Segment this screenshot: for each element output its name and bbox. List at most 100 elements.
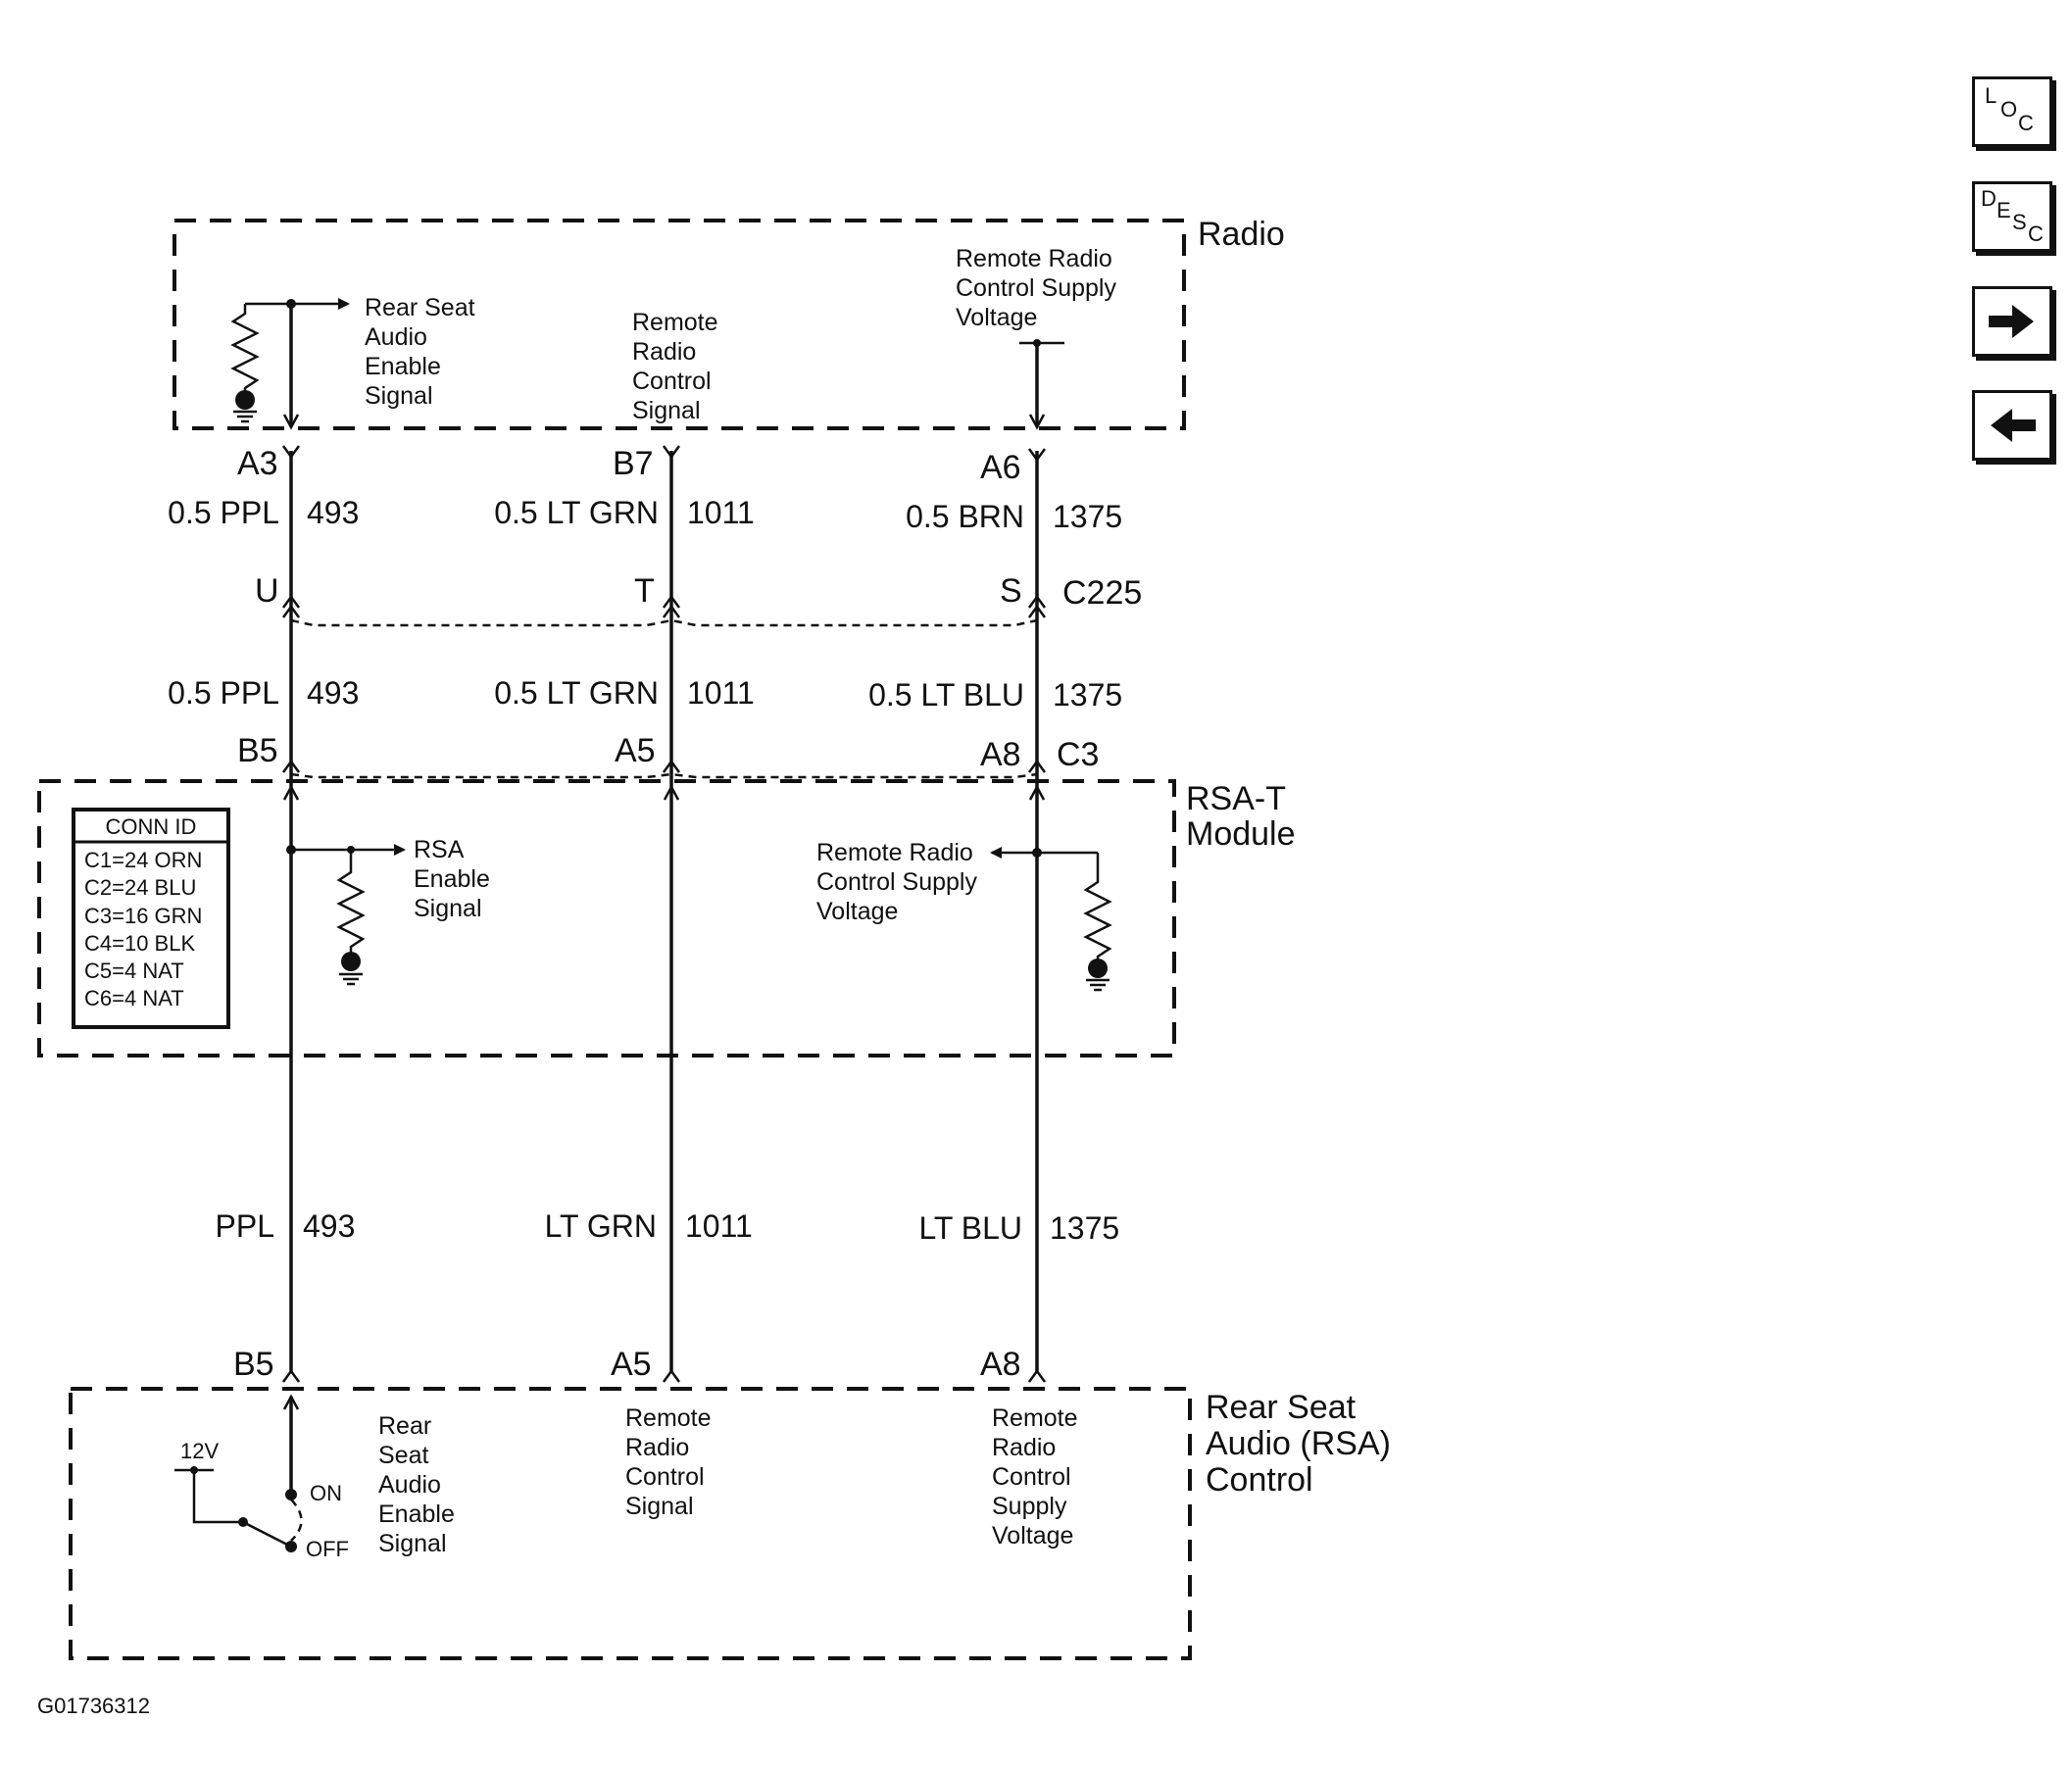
rsa-mid-signal-line2: Radio bbox=[625, 1434, 689, 1461]
rsat-pin-a5-arrow bbox=[663, 784, 680, 801]
c225-pin-s-symbol bbox=[1027, 594, 1047, 618]
pin-t: T bbox=[634, 572, 655, 610]
rsat-pin-a8-arrow bbox=[1028, 784, 1046, 801]
rsa-pin-b5-symbol bbox=[281, 1368, 301, 1383]
back-button[interactable] bbox=[1972, 390, 2052, 461]
rsa-title-line1: Rear Seat bbox=[1206, 1389, 1357, 1426]
pin-rsat-a8: A8 bbox=[980, 736, 1021, 773]
radio-right-signal-line1: Remote Radio bbox=[956, 245, 1112, 272]
switch-travel-arc bbox=[290, 1499, 303, 1542]
fork-a3 bbox=[281, 445, 301, 460]
right-arrow-icon bbox=[1989, 305, 2034, 338]
rsat-left-ground-node bbox=[341, 952, 361, 971]
pin-rsa-a8: A8 bbox=[980, 1346, 1021, 1383]
desc-button-letter-s: S bbox=[2012, 210, 2027, 234]
switch-supply-lead bbox=[192, 1470, 243, 1524]
rsa-left-signal-line3: Audio bbox=[378, 1471, 441, 1499]
radio-left-signal-line3: Enable bbox=[365, 353, 441, 380]
radio-left-signal-line4: Signal bbox=[365, 382, 433, 410]
rsa-right-signal-line1: Remote bbox=[992, 1404, 1078, 1432]
circuit-493-upper: 493 bbox=[307, 495, 359, 530]
pin-u: U bbox=[255, 572, 279, 610]
c3-pin-b5-symbol bbox=[281, 759, 301, 773]
radio-mid-signal-line2: Radio bbox=[632, 338, 696, 366]
c3-pin-a5-symbol bbox=[662, 759, 681, 773]
rsa-title-line2: Audio (RSA) bbox=[1206, 1425, 1391, 1462]
loc-button-letter-c: C bbox=[2018, 111, 2034, 135]
conn-id-row-6: C6=4 NAT bbox=[84, 986, 184, 1010]
c225-pin-t-symbol bbox=[662, 594, 681, 618]
rsat-left-signal-line2: Enable bbox=[414, 865, 490, 893]
rsa-left-signal-line2: Seat bbox=[378, 1442, 428, 1469]
rsa-title-line3: Control bbox=[1206, 1461, 1313, 1499]
radio-supply-node bbox=[1033, 339, 1041, 347]
radio-mid-signal-line3: Control bbox=[632, 368, 712, 395]
conn-id-row-2: C2=24 BLU bbox=[84, 875, 196, 900]
wire-mid-493: 0.5 PPL bbox=[168, 675, 279, 711]
rsa-control-box bbox=[69, 1387, 1192, 1660]
rsat-right-signal-line1: Remote Radio bbox=[816, 839, 973, 866]
fork-b7 bbox=[662, 445, 681, 460]
rsa-mid-signal-line3: Control bbox=[625, 1463, 705, 1491]
rsat-left-signal-line3: Signal bbox=[414, 895, 482, 922]
wire-upper-1375: 0.5 BRN bbox=[906, 499, 1024, 534]
desc-button-letter-e: E bbox=[1997, 198, 2011, 222]
circuit-1011-lower: 1011 bbox=[685, 1208, 753, 1244]
wire-mid-1011: 0.5 LT GRN bbox=[494, 675, 659, 711]
fork-a6 bbox=[1027, 448, 1047, 463]
rsa-mid-signal-line1: Remote bbox=[625, 1404, 712, 1432]
conn-id-row-5: C5=4 NAT bbox=[84, 959, 184, 983]
switch-off-label: OFF bbox=[306, 1537, 349, 1561]
desc-button[interactable]: D E S C bbox=[1972, 181, 2052, 252]
radio-title: Radio bbox=[1198, 216, 1285, 253]
pin-rsat-b5: B5 bbox=[237, 732, 278, 769]
conn-id-row-4: C4=10 BLK bbox=[84, 931, 195, 956]
radio-ground-node bbox=[235, 390, 255, 410]
rsa-pin-arrow bbox=[282, 1394, 300, 1410]
figure-id: G01736312 bbox=[37, 1694, 150, 1718]
circuit-1011-mid: 1011 bbox=[687, 675, 755, 711]
pin-a6: A6 bbox=[980, 449, 1021, 486]
circuit-1011-upper: 1011 bbox=[687, 495, 755, 530]
left-arrow-icon bbox=[1991, 409, 2036, 442]
radio-left-signal-line1: Rear Seat bbox=[365, 294, 475, 321]
rsat-left-resistor bbox=[336, 850, 366, 953]
radio-junction-node bbox=[286, 299, 296, 309]
conn-id-table bbox=[72, 808, 230, 1029]
rsa-pin-a8-symbol bbox=[1027, 1368, 1047, 1383]
rsa-left-signal-line5: Signal bbox=[378, 1530, 447, 1557]
rsat-right-signal-line2: Control Supply bbox=[816, 868, 977, 896]
conn-id-row-3: C3=16 GRN bbox=[84, 904, 202, 928]
c225-pin-u-symbol bbox=[281, 594, 301, 618]
pin-b7: B7 bbox=[613, 445, 654, 482]
rsa-pin-a5-symbol bbox=[662, 1368, 681, 1383]
c3-connector-dashes bbox=[290, 772, 1038, 779]
loc-button[interactable]: L O C bbox=[1972, 76, 2052, 147]
rsa-left-signal-line1: Rear bbox=[378, 1412, 431, 1440]
radio-mid-signal-line4: Signal bbox=[632, 397, 701, 424]
wire-mid-1375: 0.5 LT BLU bbox=[868, 677, 1024, 713]
switch-blade[interactable] bbox=[242, 1520, 292, 1549]
rsat-left-signal-line1: RSA bbox=[414, 836, 465, 863]
radio-resistor bbox=[230, 304, 260, 394]
circuit-1375-upper: 1375 bbox=[1053, 499, 1122, 534]
circuit-493-mid: 493 bbox=[307, 675, 359, 711]
radio-box bbox=[173, 219, 1186, 430]
loc-button-letter-o: O bbox=[2000, 97, 2018, 122]
c225-connector-dashes bbox=[290, 618, 1038, 627]
rsa-t-title-line2: Module bbox=[1186, 815, 1296, 853]
wire-lower-1011: LT GRN bbox=[545, 1208, 657, 1244]
next-button[interactable] bbox=[1972, 286, 2052, 357]
rsat-pin-b5-arrow bbox=[282, 784, 300, 801]
circuit-1375-lower: 1375 bbox=[1050, 1210, 1119, 1246]
switch-on-label: ON bbox=[310, 1481, 342, 1505]
rsat-right-ground-node bbox=[1088, 959, 1108, 978]
radio-right-signal-line3: Voltage bbox=[956, 304, 1037, 331]
desc-button-letter-c: C bbox=[2028, 221, 2044, 246]
wire-upper-493: 0.5 PPL bbox=[168, 495, 279, 530]
rsa-t-title-line1: RSA-T bbox=[1186, 780, 1286, 817]
switch-12v-label: 12V bbox=[180, 1439, 219, 1463]
radio-pin-a6-arrow bbox=[1028, 414, 1046, 430]
circuit-1375-mid: 1375 bbox=[1053, 677, 1122, 713]
